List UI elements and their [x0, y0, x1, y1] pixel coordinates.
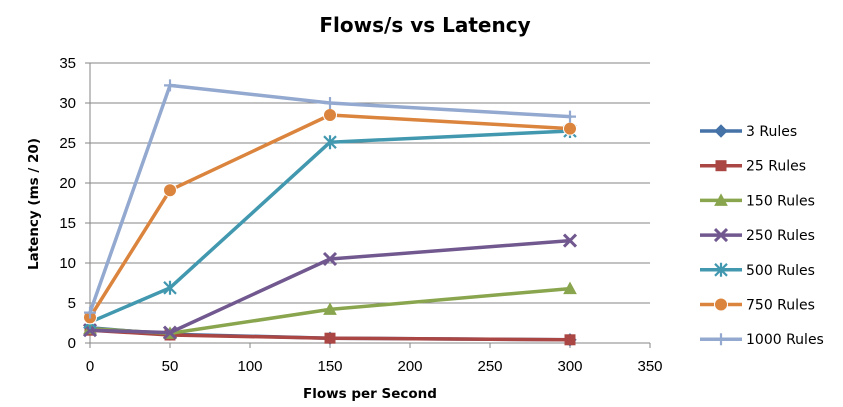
y-tick-label: 20 [59, 175, 76, 192]
data-point-500-rules [323, 135, 337, 150]
legend-label: 500 Rules [746, 263, 815, 279]
data-point-750-rules [323, 108, 337, 122]
series-line-750-rules [88, 113, 572, 320]
legend-item-3-rules: 3 Rules [700, 124, 797, 140]
gridlines [90, 62, 650, 304]
legend-marker [714, 124, 728, 138]
data-point-250-rules [562, 233, 578, 248]
legend-marker [715, 160, 727, 172]
data-point-25-rules [324, 332, 336, 344]
x-tick-label: 0 [86, 358, 94, 375]
x-tick-label: 250 [477, 358, 502, 375]
data-point-25-rules [564, 334, 576, 346]
series-150-rules [83, 281, 577, 339]
series-line-500-rules [88, 129, 572, 324]
series-1000-rules [84, 79, 576, 319]
y-tick-label: 15 [59, 215, 76, 232]
series-25-rules [84, 324, 576, 346]
y-tick-label: 25 [59, 135, 76, 152]
legend-marker [715, 333, 727, 346]
data-point-1000-rules [84, 306, 96, 319]
data-point-1000-rules [564, 110, 576, 123]
legend-label: 750 Rules [746, 298, 815, 314]
x-tick-label: 350 [637, 358, 662, 375]
x-tick-label: 50 [162, 358, 179, 375]
x-tick-label: 200 [397, 358, 422, 375]
y-tick-label: 30 [59, 95, 76, 112]
legend-item-25-rules: 25 Rules [700, 159, 806, 175]
series-plot-area [82, 79, 578, 347]
legend-label: 1000 Rules [746, 332, 824, 348]
x-tick-label: 100 [237, 358, 262, 375]
series-line-250-rules [88, 238, 572, 335]
data-point-150-rules [563, 281, 577, 295]
legend-item-750-rules: 750 Rules [700, 297, 815, 314]
legend-marker [714, 262, 728, 277]
series-500-rules [83, 124, 577, 330]
y-axis-title: Latency (ms / 20) [26, 138, 42, 270]
data-point-250-rules [322, 251, 338, 267]
data-point-750-rules [563, 121, 577, 136]
legend-marker [714, 297, 728, 312]
legend-marker [714, 193, 728, 206]
y-tick-label: 10 [59, 255, 76, 272]
series-250-rules [82, 233, 578, 340]
data-point-750-rules [163, 183, 177, 198]
legend-item-500-rules: 500 Rules [700, 263, 815, 279]
legend-marker [713, 228, 729, 243]
x-tick-label: 150 [317, 358, 342, 375]
data-point-250-rules [162, 325, 178, 340]
x-tick-label: 300 [557, 358, 582, 375]
series-line-1000-rules [88, 83, 572, 315]
data-point-500-rules [163, 280, 177, 295]
legend-item-250-rules: 250 Rules [700, 228, 815, 244]
legend-label: 25 Rules [746, 159, 806, 175]
y-tick-label: 5 [68, 295, 76, 312]
legend-item-150-rules: 150 Rules [700, 193, 815, 209]
x-axis-title: Flows per Second [303, 386, 437, 402]
y-tick-label: 0 [68, 335, 76, 352]
legend-label: 250 Rules [746, 228, 815, 244]
chart-title: Flows/s vs Latency [319, 13, 530, 37]
legend: 3 Rules 25 Rules 150 Rules 250 Rules 500 Rul… [700, 124, 824, 348]
data-point-1000-rules [164, 79, 176, 92]
legend-label: 3 Rules [746, 124, 797, 140]
legend-item-1000-rules: 1000 Rules [700, 332, 824, 348]
y-tick-label: 35 [59, 55, 76, 72]
data-point-150-rules [323, 302, 337, 315]
data-point-1000-rules [324, 97, 336, 109]
legend-label: 150 Rules [746, 193, 815, 209]
